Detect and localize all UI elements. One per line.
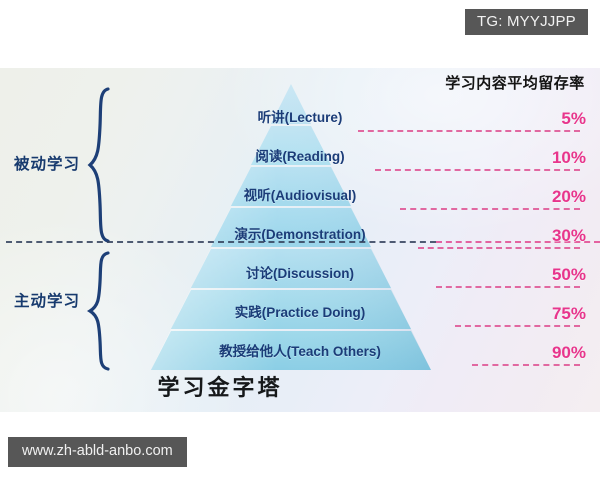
passive-active-divider-left <box>6 241 436 243</box>
infographic-panel: 听讲(Lecture) 阅读(Reading) 视听(Audiovisual) … <box>0 68 600 412</box>
retention-rate-title: 学习内容平均留存率 <box>445 75 585 92</box>
retention-value-lecture: 5% <box>561 109 586 128</box>
retention-value-teach-others: 90% <box>551 343 586 362</box>
retention-value-reading: 10% <box>551 148 586 167</box>
pyramid-title: 学习金字塔 <box>157 375 283 400</box>
retention-value-audiovisual: 20% <box>551 187 586 206</box>
passive-active-divider-right <box>436 241 600 243</box>
connector-line-audiovisual <box>400 208 580 210</box>
retention-value-practice: 75% <box>551 304 586 323</box>
retention-value-discussion: 50% <box>551 265 586 284</box>
connector-line-lecture <box>358 130 580 132</box>
pyramid-graphic <box>143 80 439 372</box>
connector-line-practice <box>455 325 580 327</box>
tg-watermark-badge: TG: MYYJJPP <box>465 9 588 35</box>
brace-active-learning <box>86 250 116 372</box>
section-label-passive-learning: 被动学习 <box>14 156 81 173</box>
connector-line-discussion <box>436 286 580 288</box>
section-label-active-learning: 主动学习 <box>14 293 81 310</box>
connector-line-teach-others <box>472 364 580 366</box>
connector-line-demonstration <box>418 247 580 249</box>
brace-passive-learning <box>86 86 116 244</box>
site-watermark-badge: www.zh-abld-anbo.com <box>8 437 187 467</box>
retention-value-demonstration: 30% <box>551 226 586 245</box>
connector-line-reading <box>375 169 580 171</box>
